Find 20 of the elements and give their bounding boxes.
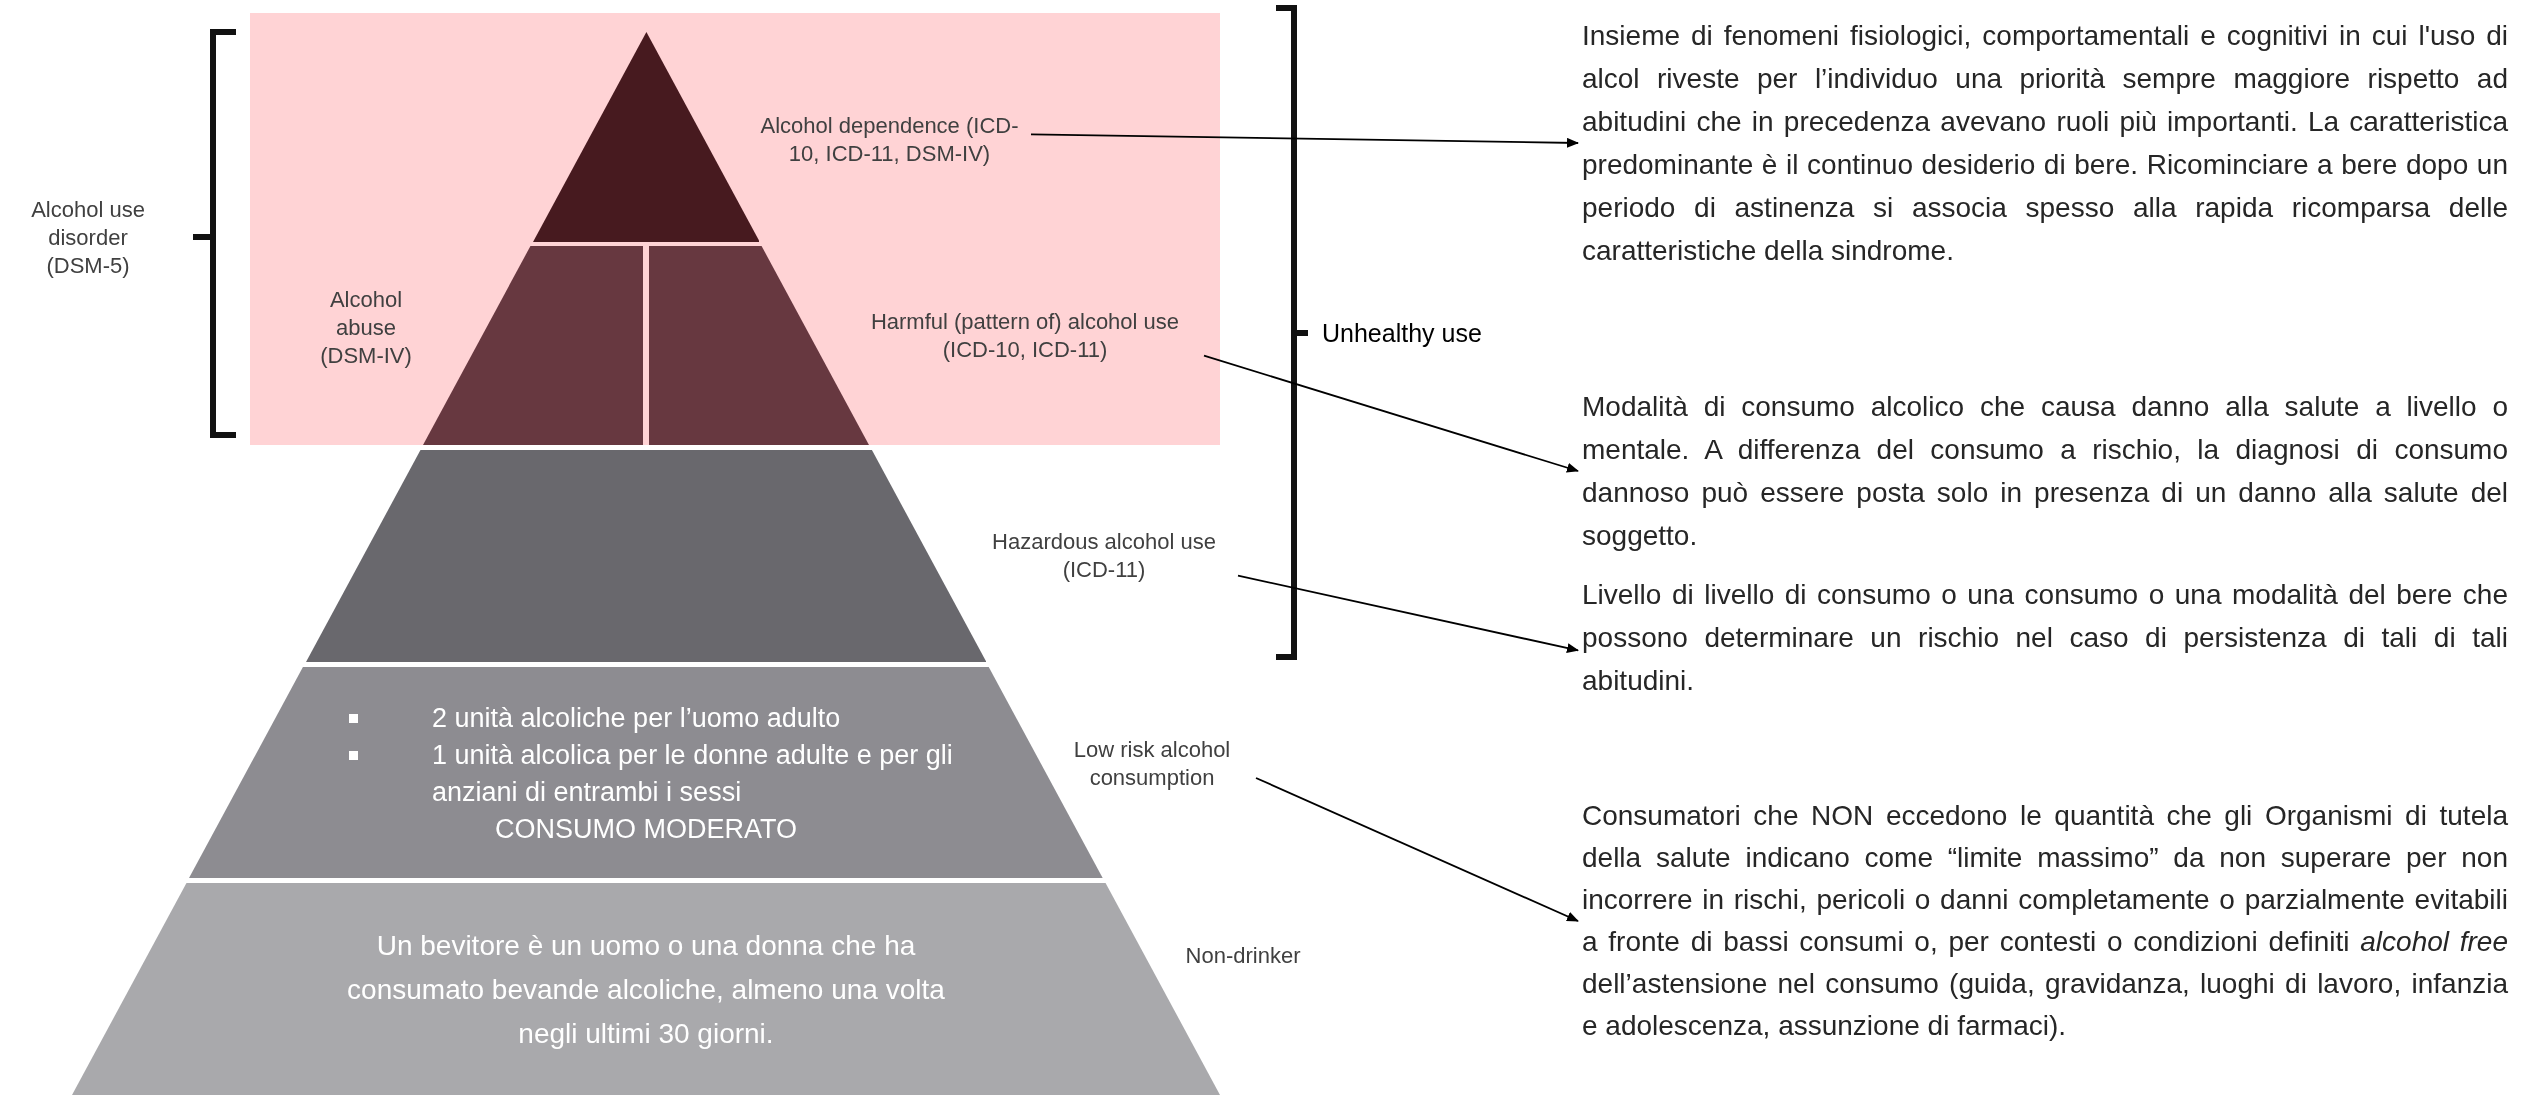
leader-arrow [1030,133,1579,148]
text-label: Alcohol use disorder (DSM-5) [30,196,146,280]
text-label: Non-drinker [1184,942,1302,970]
leader-arrow [1203,354,1579,473]
tier-label: Alcohol dependence (ICD-10, ICD-11, DSM-IV) [752,112,1027,168]
description-paragraph: Consumatori che NON eccedono le quantità che gli Organismi di tutela della salute indicano come “limite massimo” da non superare per non incorrere in rischi, pericoli o danni completamente o parzialmente evitabili a fronte di bassi consumi o, per contesti o condizioni definiti alcohol free dell’astensione nel consumo (guida, gravidanza, luoghi di lavoro, infanzia e adolescenza, assunzione di farmaci). [1582,795,2508,1047]
description-paragraph: Livello di livello di consumo o una consumo o una modalità del bere che possono determinare un rischio nel caso di persistenza di tali di tali abitudini. [1582,573,2508,702]
leader-arrow [1255,777,1579,922]
tier-label: Harmful (pattern of) alcohol use (ICD-10, ICD-11) [850,308,1200,364]
list-item: 2 unità alcoliche per l’uomo adulto [432,702,842,735]
tier-label: Alcohol abuse (DSM-IV) [319,286,413,370]
description-paragraph: Insieme di fenomeni fisiologici, comportamentali e cognitivi in cui l'uso di alcol riveste per l’individuo una priorità sempre maggiore rispetto ad abitudini che in precedenza avevano ruoli più importanti. La caratteristica predominante è il continuo desiderio di bere. Ricominciare a bere dopo un periodo di astinenza si associa spesso alla rapida ricomparsa delle caratteristiche della sindrome. [1582,14,2508,272]
tier-text: Un bevitore è un uomo o una donna che ha consumato bevande alcoliche, almeno una volta negli ultimi 30 giorni. [346,929,946,1051]
tier-label: Hazardous alcohol use (ICD-11) [974,528,1234,584]
list-item: 1 unità alcolica per le donne adulte e per gli anziani di entrambi i sessi [432,739,954,809]
tier-label: Low risk alcohol consumption [1052,736,1252,792]
tier-text: CONSUMO MODERATO [493,813,798,846]
leader-arrow [1237,574,1579,653]
description-paragraph: Modalità di consumo alcolico che causa danno alla salute a livello o mentale. A differenza del consumo a rischio, la diagnosi di consumo dannoso può essere posta solo in presenza di un danno alla salute del soggetto. [1582,385,2508,557]
text-label: Unhealthy use [1322,318,1483,349]
